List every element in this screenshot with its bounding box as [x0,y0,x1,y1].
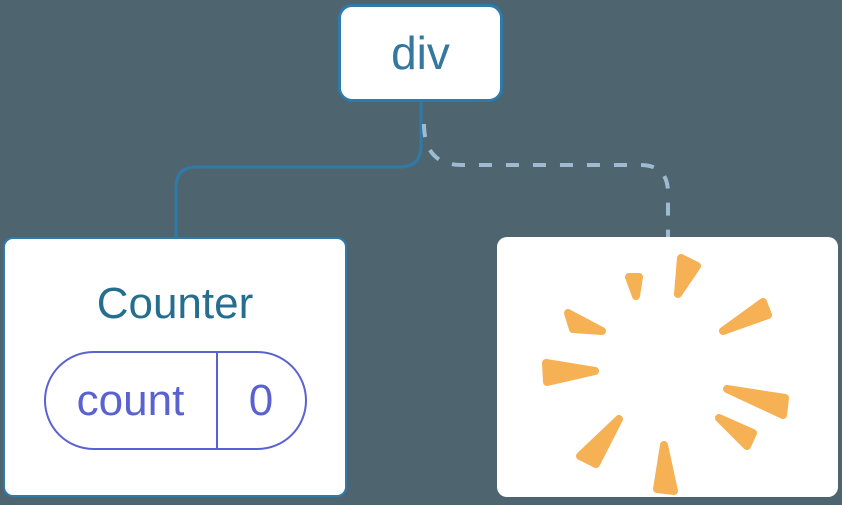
root-node-div: div [338,4,503,102]
root-node-label: div [391,27,450,79]
edge-dashed-div-to-removed [422,123,670,238]
counter-card-title: Counter [96,279,254,328]
state-value: 0 [248,375,274,425]
removed-card [497,237,838,497]
edge-solid-div-to-counter [174,101,423,238]
state-pill: count 0 [43,351,307,450]
counter-card: Counter count 0 [3,237,347,497]
state-key-label: count [46,353,218,448]
poof-icon [542,254,789,495]
